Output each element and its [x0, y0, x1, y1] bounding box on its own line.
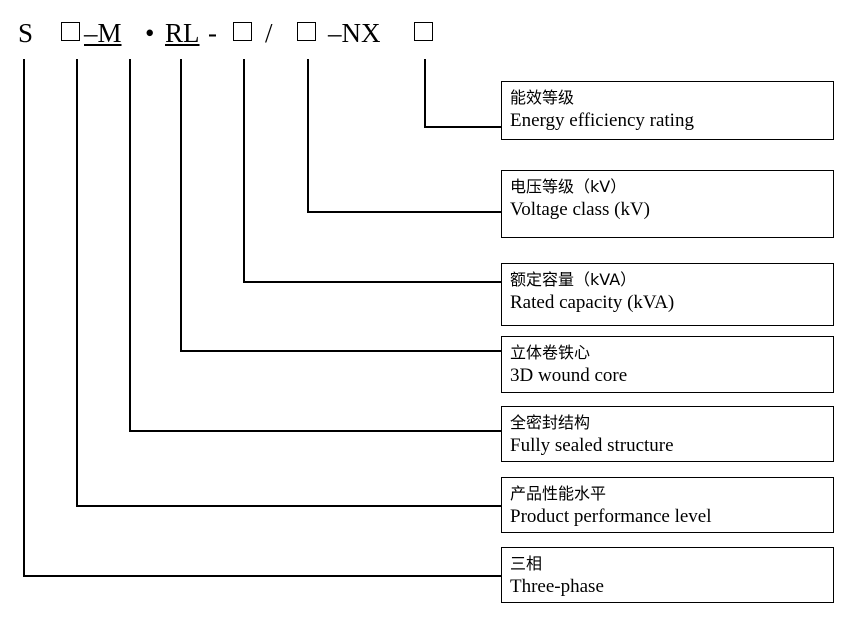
leader-line-horizontal [424, 126, 501, 128]
callout-label-cn: 能效等级 [510, 88, 575, 107]
callout-label-cn: 全密封结构 [510, 413, 591, 432]
callout-label-cn: 电压等级（kV） [510, 177, 627, 196]
model-code-row: S –M • RL- / –NX [0, 14, 480, 58]
code-placeholder-box [297, 22, 316, 41]
leader-line-vertical [243, 59, 245, 281]
code-placeholder-box [233, 22, 252, 41]
callout-box-rated-capacity: 额定容量（kVA） Rated capacity (kVA) [501, 263, 834, 326]
leader-line-horizontal [307, 211, 501, 213]
callout-box-product-performance-level: 产品性能水平 Product performance level [501, 477, 834, 533]
callout-label-en: Three-phase [510, 576, 604, 597]
leader-line-horizontal [23, 575, 501, 577]
callout-label-cn: 三相 [510, 554, 543, 573]
callout-label-en: 3D wound core [510, 365, 628, 386]
leader-line-vertical [424, 59, 426, 126]
callout-label-en: Product performance level [510, 506, 712, 527]
leader-line-horizontal [76, 505, 501, 507]
leader-line-horizontal [243, 281, 501, 283]
callout-label-en: Voltage class (kV) [510, 199, 651, 220]
callout-label-en: Rated capacity (kVA) [510, 292, 675, 313]
leader-line-vertical [129, 59, 131, 430]
callout-label-en: Energy efficiency rating [510, 110, 694, 131]
code-token: RL [165, 18, 200, 48]
code-placeholder-box [61, 22, 80, 41]
code-placeholder-box [414, 22, 433, 41]
leader-line-vertical [76, 59, 78, 505]
leader-line-horizontal [129, 430, 501, 432]
code-token: • [145, 18, 155, 48]
leader-line-horizontal [180, 350, 501, 352]
code-token: / [265, 18, 273, 48]
callout-label-cn: 立体卷铁心 [510, 343, 591, 362]
leader-line-vertical [180, 59, 182, 350]
callout-box-voltage-class: 电压等级（kV） Voltage class (kV) [501, 170, 834, 238]
callout-box-energy-efficiency-rating: 能效等级 Energy efficiency rating [501, 81, 834, 140]
leader-line-vertical [23, 59, 25, 575]
callout-label-cn: 额定容量（kVA） [510, 270, 637, 289]
code-token: - [208, 18, 217, 48]
code-token: S [18, 18, 34, 48]
callout-label-en: Fully sealed structure [510, 435, 674, 456]
callout-label-cn: 产品性能水平 [510, 484, 607, 503]
callout-box-fully-sealed-structure: 全密封结构 Fully sealed structure [501, 406, 834, 462]
callout-box-three-phase: 三相 Three-phase [501, 547, 834, 603]
code-token: –NX [328, 18, 381, 48]
code-token: –M [84, 18, 122, 48]
leader-line-vertical [307, 59, 309, 211]
callout-box-3d-wound-core: 立体卷铁心 3D wound core [501, 336, 834, 393]
